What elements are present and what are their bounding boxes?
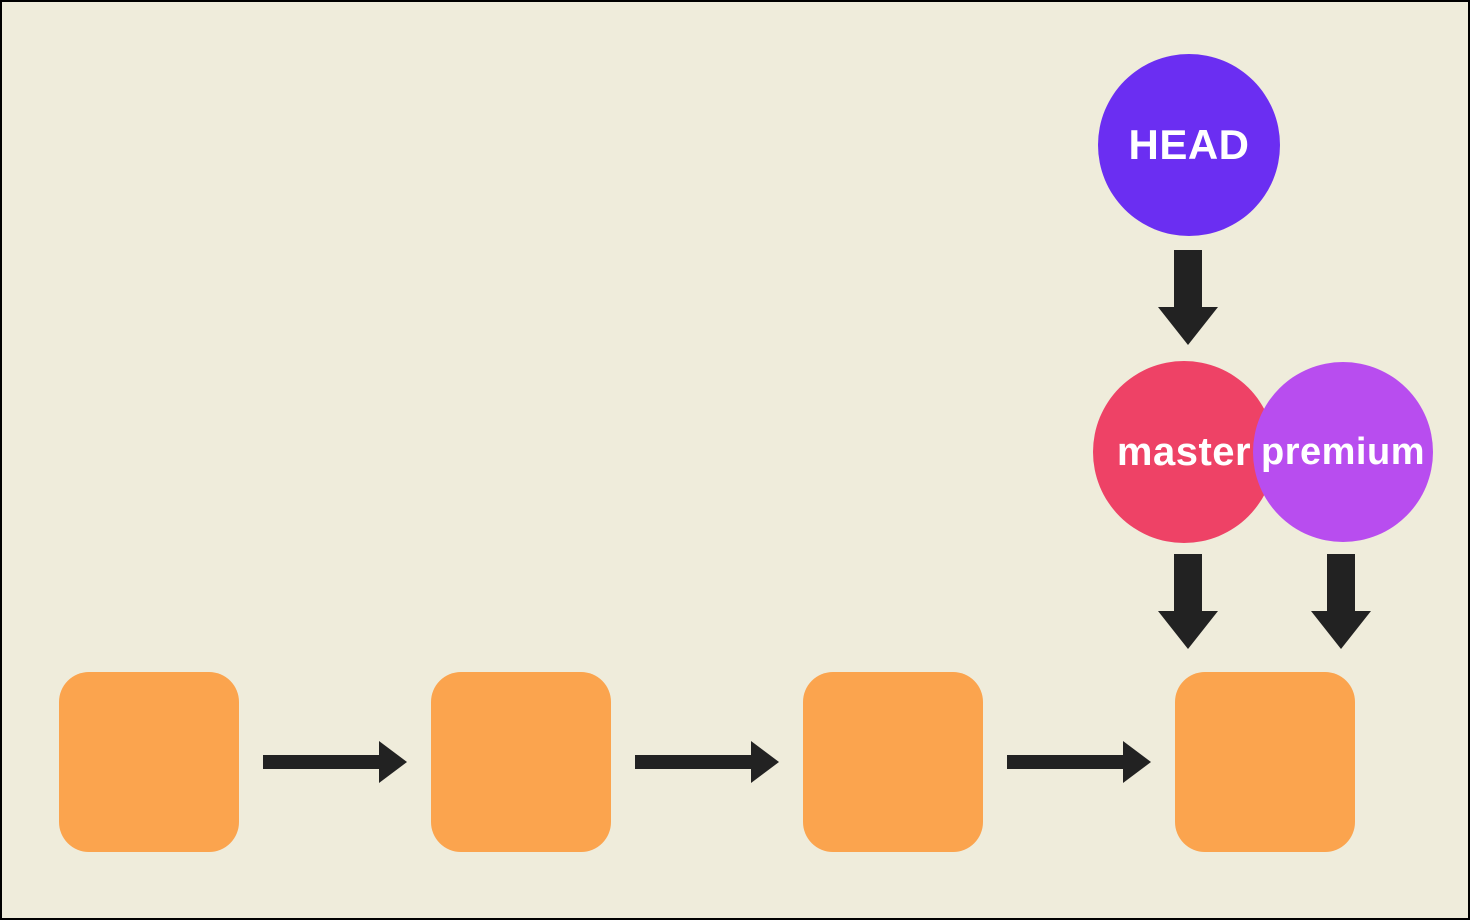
head-pointer-node: HEAD bbox=[1098, 54, 1280, 236]
down-arrow-icon bbox=[1158, 554, 1218, 649]
down-arrow-icon bbox=[1311, 554, 1371, 649]
down-arrow-icon bbox=[1158, 250, 1218, 345]
master-branch-label: master bbox=[1116, 429, 1252, 474]
right-arrow-icon bbox=[263, 741, 407, 783]
right-arrow-icon bbox=[635, 741, 779, 783]
premium-branch-label: premium bbox=[1261, 430, 1425, 473]
commit-node-4 bbox=[1175, 672, 1355, 852]
commit-node-3 bbox=[803, 672, 983, 852]
commit-node-1 bbox=[59, 672, 239, 852]
commit-node-2 bbox=[431, 672, 611, 852]
right-arrow-icon bbox=[1007, 741, 1151, 783]
premium-branch-node: premium bbox=[1253, 362, 1433, 542]
head-pointer-label: HEAD bbox=[1128, 121, 1250, 168]
master-branch-node: master bbox=[1093, 361, 1275, 543]
